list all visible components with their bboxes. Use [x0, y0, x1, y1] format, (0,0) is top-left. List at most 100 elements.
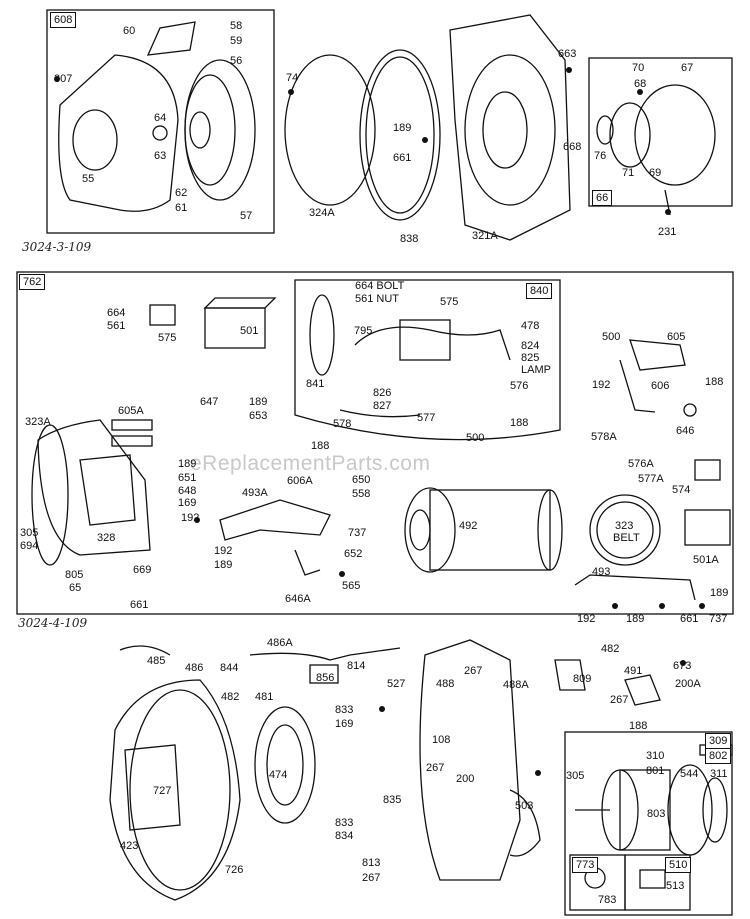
part-number-label: 544 — [680, 768, 699, 780]
part-number-label: 652 — [344, 548, 363, 560]
part-number-label: 192 — [214, 545, 233, 557]
part-number-label: 578A — [591, 431, 617, 443]
part-number-label: 501 — [240, 325, 259, 337]
part-number-label: 803 — [647, 808, 666, 820]
part-number-label: 561 NUT — [355, 293, 400, 305]
part-number-label: 783 — [598, 894, 617, 906]
part-number-label: 311 — [710, 768, 728, 780]
part-number-label: 71 — [622, 167, 635, 179]
group-tag-510: 510 — [665, 857, 692, 873]
part-number-label: 558 — [352, 488, 371, 500]
part-number-label: 60 — [123, 25, 136, 37]
part-number-label: 58 — [230, 20, 243, 32]
part-number-label: 646 — [676, 425, 695, 437]
part-number-label: 651 — [178, 472, 197, 484]
part-number-label: 661 — [680, 613, 699, 625]
part-number-label: 663 — [558, 48, 577, 60]
part-number-label: 606A — [287, 475, 313, 487]
part-number-label: 577A — [638, 473, 664, 485]
section-code-upper: 3024-3-109 — [22, 240, 92, 254]
part-number-label: 188 — [705, 376, 724, 388]
part-number-label: 727 — [153, 785, 172, 797]
part-number-label: 826 — [373, 387, 392, 399]
group-tag-762: 762 — [19, 274, 46, 290]
part-number-label: 70 — [632, 62, 645, 74]
part-number-label: 488 — [436, 678, 455, 690]
part-number-label: 486 — [185, 662, 204, 674]
part-number-label: 323A — [25, 416, 51, 428]
part-number-label: 648 — [178, 485, 197, 497]
part-number-label: 305 — [20, 527, 39, 539]
group-tag-802: 802 — [705, 748, 732, 764]
part-number-label: 841 — [306, 378, 325, 390]
part-number-label: 59 — [230, 35, 243, 47]
part-number-label: 321A — [472, 230, 498, 242]
part-number-label: 189 — [626, 613, 645, 625]
part-number-label: 62 — [175, 187, 188, 199]
part-number-label: 200A — [675, 678, 701, 690]
part-number-label: 726 — [225, 864, 244, 876]
part-number-label: 605A — [118, 405, 144, 417]
part-number-label: 575 — [158, 332, 177, 344]
part-number-label: 809 — [573, 673, 592, 685]
part-number-label: 661 — [393, 152, 412, 164]
part-number-label: 423 — [120, 840, 139, 852]
part-number-label: 834 — [335, 830, 354, 842]
part-number-label: 503 — [515, 800, 534, 812]
part-number-label: 844 — [220, 662, 239, 674]
part-number-label: 650 — [352, 474, 371, 486]
panel-608-frame — [46, 9, 275, 234]
part-number-label: 192 — [592, 379, 611, 391]
part-number-label: 189 — [178, 458, 197, 470]
part-number-label: 668 — [563, 141, 582, 153]
part-number-label: 57 — [240, 210, 253, 222]
part-number-label: 328 — [97, 532, 116, 544]
part-number-label: 801 — [646, 765, 665, 777]
part-number-label: 474 — [269, 769, 288, 781]
part-number-label: 694 — [20, 540, 39, 552]
part-number-label: 56 — [230, 55, 243, 67]
part-number-label: 492 — [459, 520, 478, 532]
part-number-label: 737 — [348, 527, 367, 539]
part-number-label: 69 — [649, 167, 662, 179]
part-number-label: 307 — [54, 73, 73, 85]
part-number-label: 188 — [510, 417, 529, 429]
part-number-label: 323 — [615, 520, 634, 532]
part-number-label: 481 — [255, 691, 274, 703]
watermark-text: eReplacementParts.com — [190, 452, 431, 475]
part-number-label: 482 — [221, 691, 240, 703]
part-number-label: 661 — [130, 599, 149, 611]
part-number-label: 664 — [107, 307, 126, 319]
part-number-label: 189 — [214, 559, 233, 571]
part-number-label: 324A — [309, 207, 335, 219]
part-number-label: 653 — [249, 410, 268, 422]
part-number-label: 795 — [354, 325, 373, 337]
part-number-label: 561 — [107, 320, 126, 332]
part-number-label: 63 — [154, 150, 167, 162]
part-number-label: 68 — [634, 78, 647, 90]
part-number-label: 485 — [147, 655, 166, 667]
group-tag-608: 608 — [50, 12, 77, 28]
part-number-label: 813 — [362, 857, 381, 869]
part-number-label: 825 — [521, 352, 540, 364]
part-number-label: 500 — [466, 432, 485, 444]
part-number-label: 606 — [651, 380, 670, 392]
part-number-label: 833 — [335, 817, 354, 829]
part-number-label: 575 — [440, 296, 459, 308]
part-number-label: 527 — [387, 678, 406, 690]
part-number-label: 856 — [316, 672, 335, 684]
part-number-label: 231 — [658, 226, 677, 238]
part-number-label: 74 — [286, 72, 299, 84]
part-number-label: 267 — [362, 872, 381, 884]
part-number-label: 488A — [503, 679, 529, 691]
part-number-label: 493 — [592, 566, 611, 578]
part-number-label: 188 — [311, 440, 330, 452]
part-number-label: 67 — [681, 62, 694, 74]
part-number-label: 267 — [610, 694, 629, 706]
part-number-label: 833 — [335, 704, 354, 716]
part-number-label: 189 — [393, 122, 412, 134]
part-number-label: 169 — [178, 497, 197, 509]
part-number-label: 664 BOLT — [355, 280, 405, 292]
part-number-label: 838 — [400, 233, 419, 245]
